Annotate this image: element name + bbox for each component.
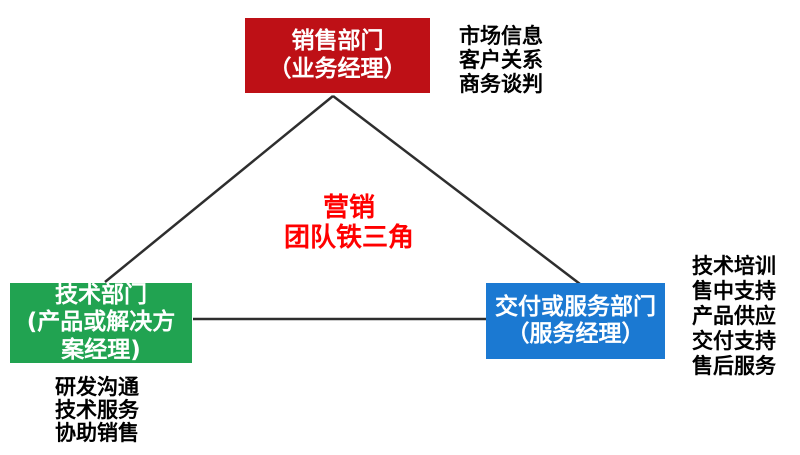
annotation-sales-item: 客户关系	[459, 48, 543, 72]
annotation-delivery-duties: 技术培训 售中支持 产品供应 交付支持 售后服务	[692, 254, 776, 379]
annotation-sales-item: 商务谈判	[459, 72, 543, 96]
node-delivery-line2: （服务经理）	[506, 321, 645, 347]
annotation-delivery-item: 交付支持	[692, 329, 776, 353]
annotation-sales-item: 市场信息	[459, 24, 543, 48]
node-technical-department: 技术部门 (产品或解决方 案经理)	[10, 282, 192, 363]
annotation-tech-item: 研发沟通	[55, 375, 139, 399]
annotation-delivery-item: 产品供应	[692, 304, 776, 328]
diagram-center-title: 营销 团队铁三角	[249, 193, 449, 253]
center-title-line2: 团队铁三角	[283, 223, 414, 253]
node-tech-line3: 案经理)	[61, 336, 141, 363]
node-sales-line2: （业务经理）	[268, 55, 407, 82]
node-delivery-line1: 交付或服务部门	[495, 293, 656, 320]
annotation-delivery-item: 售中支持	[692, 279, 776, 303]
center-title-line1: 营销	[322, 193, 375, 223]
node-sales-department: 销售部门 （业务经理）	[245, 18, 430, 93]
annotation-tech-duties: 研发沟通 技术服务 协助销售	[55, 376, 139, 445]
connector-sales-delivery	[332, 95, 581, 285]
annotation-tech-item: 协助销售	[55, 421, 139, 445]
annotation-delivery-item: 技术培训	[692, 254, 776, 278]
node-tech-line2: (产品或解决方	[26, 309, 176, 336]
annotation-sales-duties: 市场信息 客户关系 商务谈判	[459, 24, 543, 96]
connector-sales-tech	[104, 95, 334, 283]
annotation-tech-item: 技术服务	[55, 398, 139, 422]
node-sales-line1: 销售部门	[291, 28, 384, 55]
node-tech-line1: 技术部门	[55, 282, 147, 309]
node-delivery-service-department: 交付或服务部门 （服务经理）	[486, 283, 665, 359]
annotation-delivery-item: 售后服务	[692, 354, 776, 378]
